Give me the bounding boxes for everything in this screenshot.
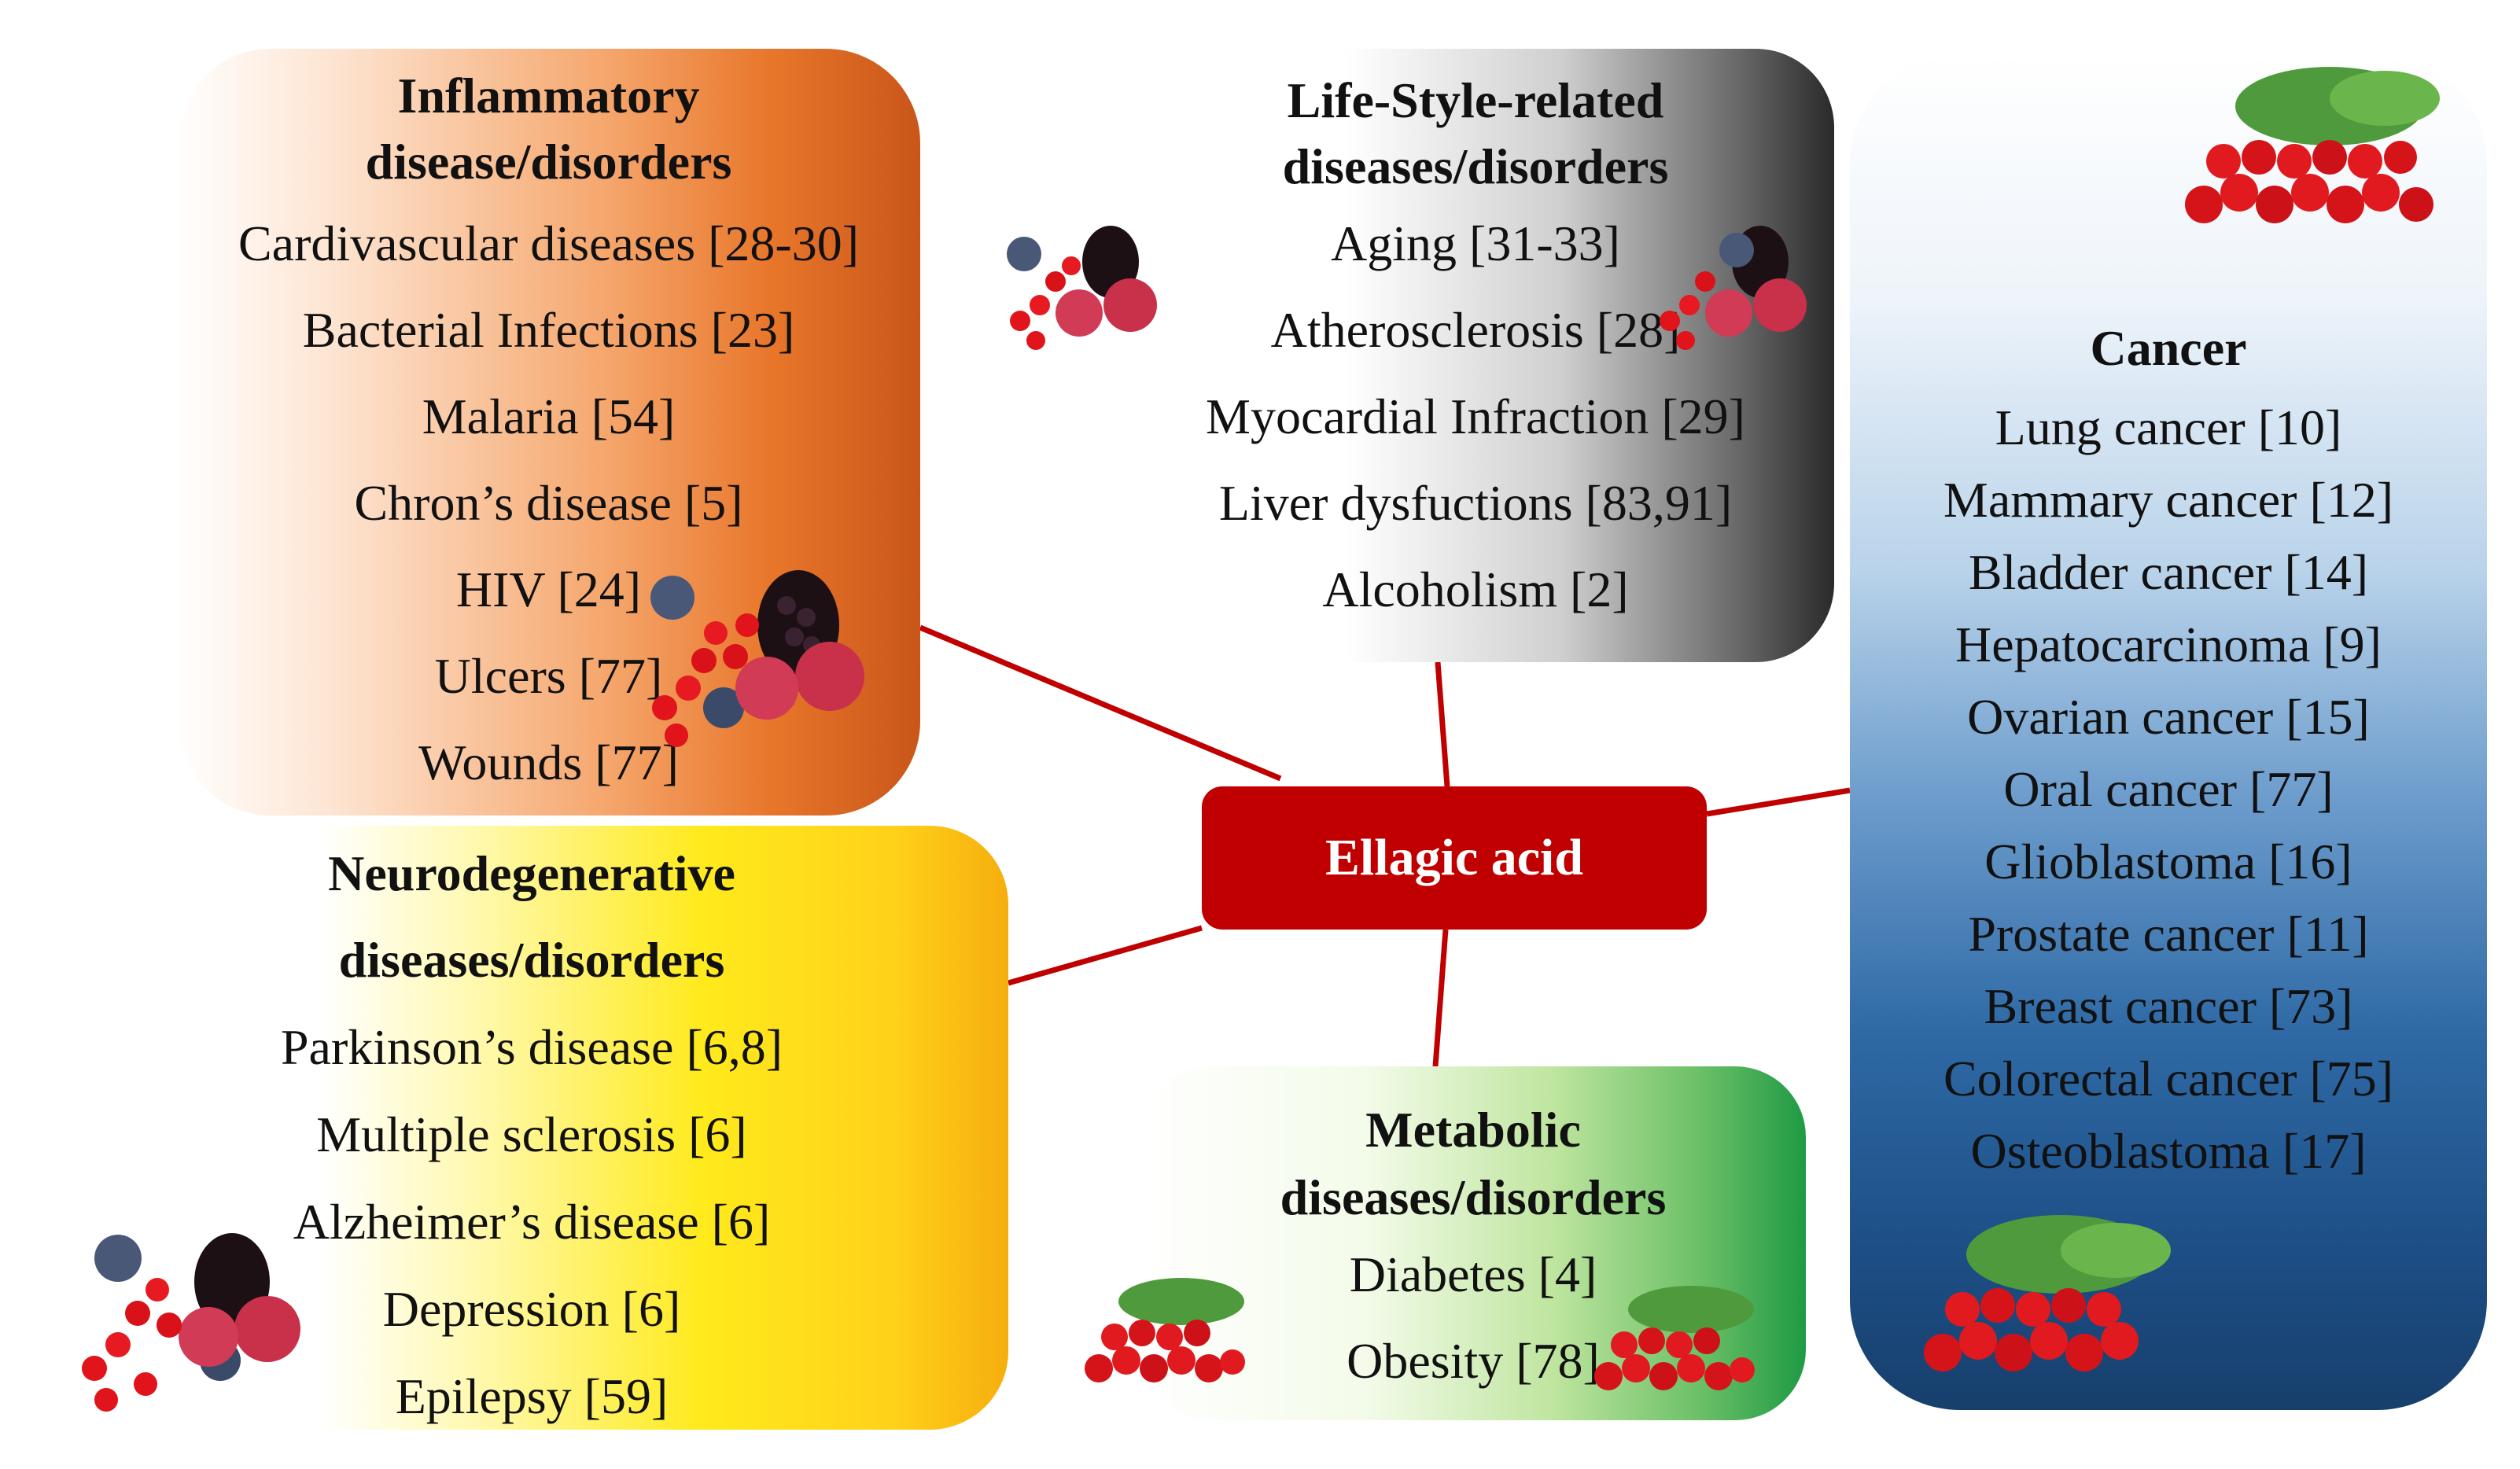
- metabolic-list: Diabetes [4] Obesity [78]: [1140, 1232, 1806, 1405]
- ellagic-acid-node: Ellagic acid: [1202, 786, 1707, 930]
- neuro-list: Parkinson’s disease [6,8] Multiple scler…: [55, 1003, 1008, 1440]
- list-item: Multiple sclerosis [6]: [316, 1106, 747, 1162]
- inflammatory-box: Inflammatory disease/disorders Cardivasc…: [177, 49, 920, 815]
- red-currant-icon: [1085, 1278, 1245, 1382]
- inflammatory-list: Cardivascular diseases [28-30] Bacterial…: [177, 201, 920, 806]
- inflammatory-title-line2: disease/disorders: [365, 134, 732, 190]
- metabolic-title-line1: Metabolic: [1365, 1102, 1581, 1158]
- list-item: Alzheimer’s disease [6]: [293, 1194, 771, 1250]
- lifestyle-list: Aging [31-33] Atherosclerosis [28] Myoca…: [1117, 201, 1834, 633]
- list-item: Cardivascular diseases [28-30]: [238, 215, 860, 271]
- list-item: Aging [31-33]: [1331, 215, 1620, 271]
- list-item: Lung cancer [10]: [1995, 399, 2342, 455]
- mixed-berries-icon: [1007, 226, 1157, 350]
- list-item: Depression [6]: [382, 1281, 681, 1337]
- mixed-berries-icon: [650, 570, 864, 747]
- list-item: Prostate cancer [11]: [1968, 906, 2369, 962]
- cancer-box: Cancer Lung cancer [10] Mammary cancer […: [1850, 53, 2487, 1410]
- list-item: Epilepsy [59]: [395, 1368, 669, 1424]
- connector-cancer: [1706, 787, 1851, 817]
- metabolic-title: Metabolic diseases/disorders: [1140, 1096, 1806, 1232]
- neuro-title-line1: Neurodegenerative: [328, 845, 735, 901]
- list-item: Hepatocarcinoma [9]: [1955, 617, 2382, 672]
- red-currant-icon: [2185, 67, 2440, 223]
- neuro-title: Neurodegenerative diseases/disorders: [55, 830, 1008, 1003]
- connector-neuro: [1008, 925, 1203, 986]
- list-item: Liver dysfuctions [83,91]: [1218, 474, 1733, 531]
- list-item: Myocardial Infraction [29]: [1206, 388, 1745, 444]
- list-item: Breast cancer [73]: [1984, 978, 2353, 1034]
- mixed-berries-icon: [1660, 226, 1807, 350]
- list-item: Malaria [54]: [422, 388, 676, 444]
- lifestyle-title: Life-Style-related diseases/disorders: [1117, 68, 1834, 201]
- list-item: Chron’s disease [5]: [354, 474, 743, 531]
- list-item: Diabetes [4]: [1349, 1246, 1597, 1302]
- red-currant-icon: [1924, 1215, 2171, 1371]
- list-item: Glioblastoma [16]: [1984, 834, 2352, 889]
- list-item: Alcoholism [2]: [1322, 561, 1629, 617]
- list-item: Ovarian cancer [15]: [1967, 689, 2370, 745]
- connector-inflammatory: [919, 624, 1282, 782]
- list-item: Parkinson’s disease [6,8]: [280, 1019, 783, 1075]
- list-item: Osteoblastoma [17]: [1970, 1123, 2367, 1179]
- list-item: Obesity [78]: [1347, 1333, 1600, 1389]
- metabolic-title-line2: diseases/disorders: [1280, 1169, 1667, 1225]
- list-item: Wounds [77]: [418, 734, 679, 790]
- neuro-title-line2: diseases/disorders: [338, 932, 725, 988]
- list-item: HIV [24]: [455, 561, 642, 617]
- lifestyle-box: Life-Style-related diseases/disorders Ag…: [1117, 49, 1834, 662]
- cancer-title: Cancer: [2090, 320, 2247, 376]
- list-item: Atherosclerosis [28]: [1270, 301, 1681, 358]
- list-item: Colorectal cancer [75]: [1943, 1051, 2394, 1106]
- red-currant-icon: [1594, 1286, 1755, 1390]
- connector-metabolic: [1432, 929, 1449, 1067]
- lifestyle-title-line2: diseases/disorders: [1282, 138, 1669, 195]
- list-item: Bacterial Infections [23]: [302, 301, 795, 358]
- list-item: Mammary cancer [12]: [1943, 472, 2394, 528]
- mixed-berries-icon: [82, 1233, 300, 1412]
- list-item: Ulcers [77]: [434, 647, 663, 704]
- list-item: Oral cancer [77]: [2003, 761, 2334, 817]
- list-item: Bladder cancer [14]: [1968, 544, 2369, 600]
- connector-lifestyle: [1435, 661, 1450, 787]
- inflammatory-title: Inflammatory disease/disorders: [177, 63, 920, 196]
- inflammatory-title-line1: Inflammatory: [397, 68, 700, 123]
- cancer-list: Lung cancer [10] Mammary cancer [12] Bla…: [1850, 392, 2487, 1187]
- lifestyle-title-line1: Life-Style-related: [1287, 72, 1664, 128]
